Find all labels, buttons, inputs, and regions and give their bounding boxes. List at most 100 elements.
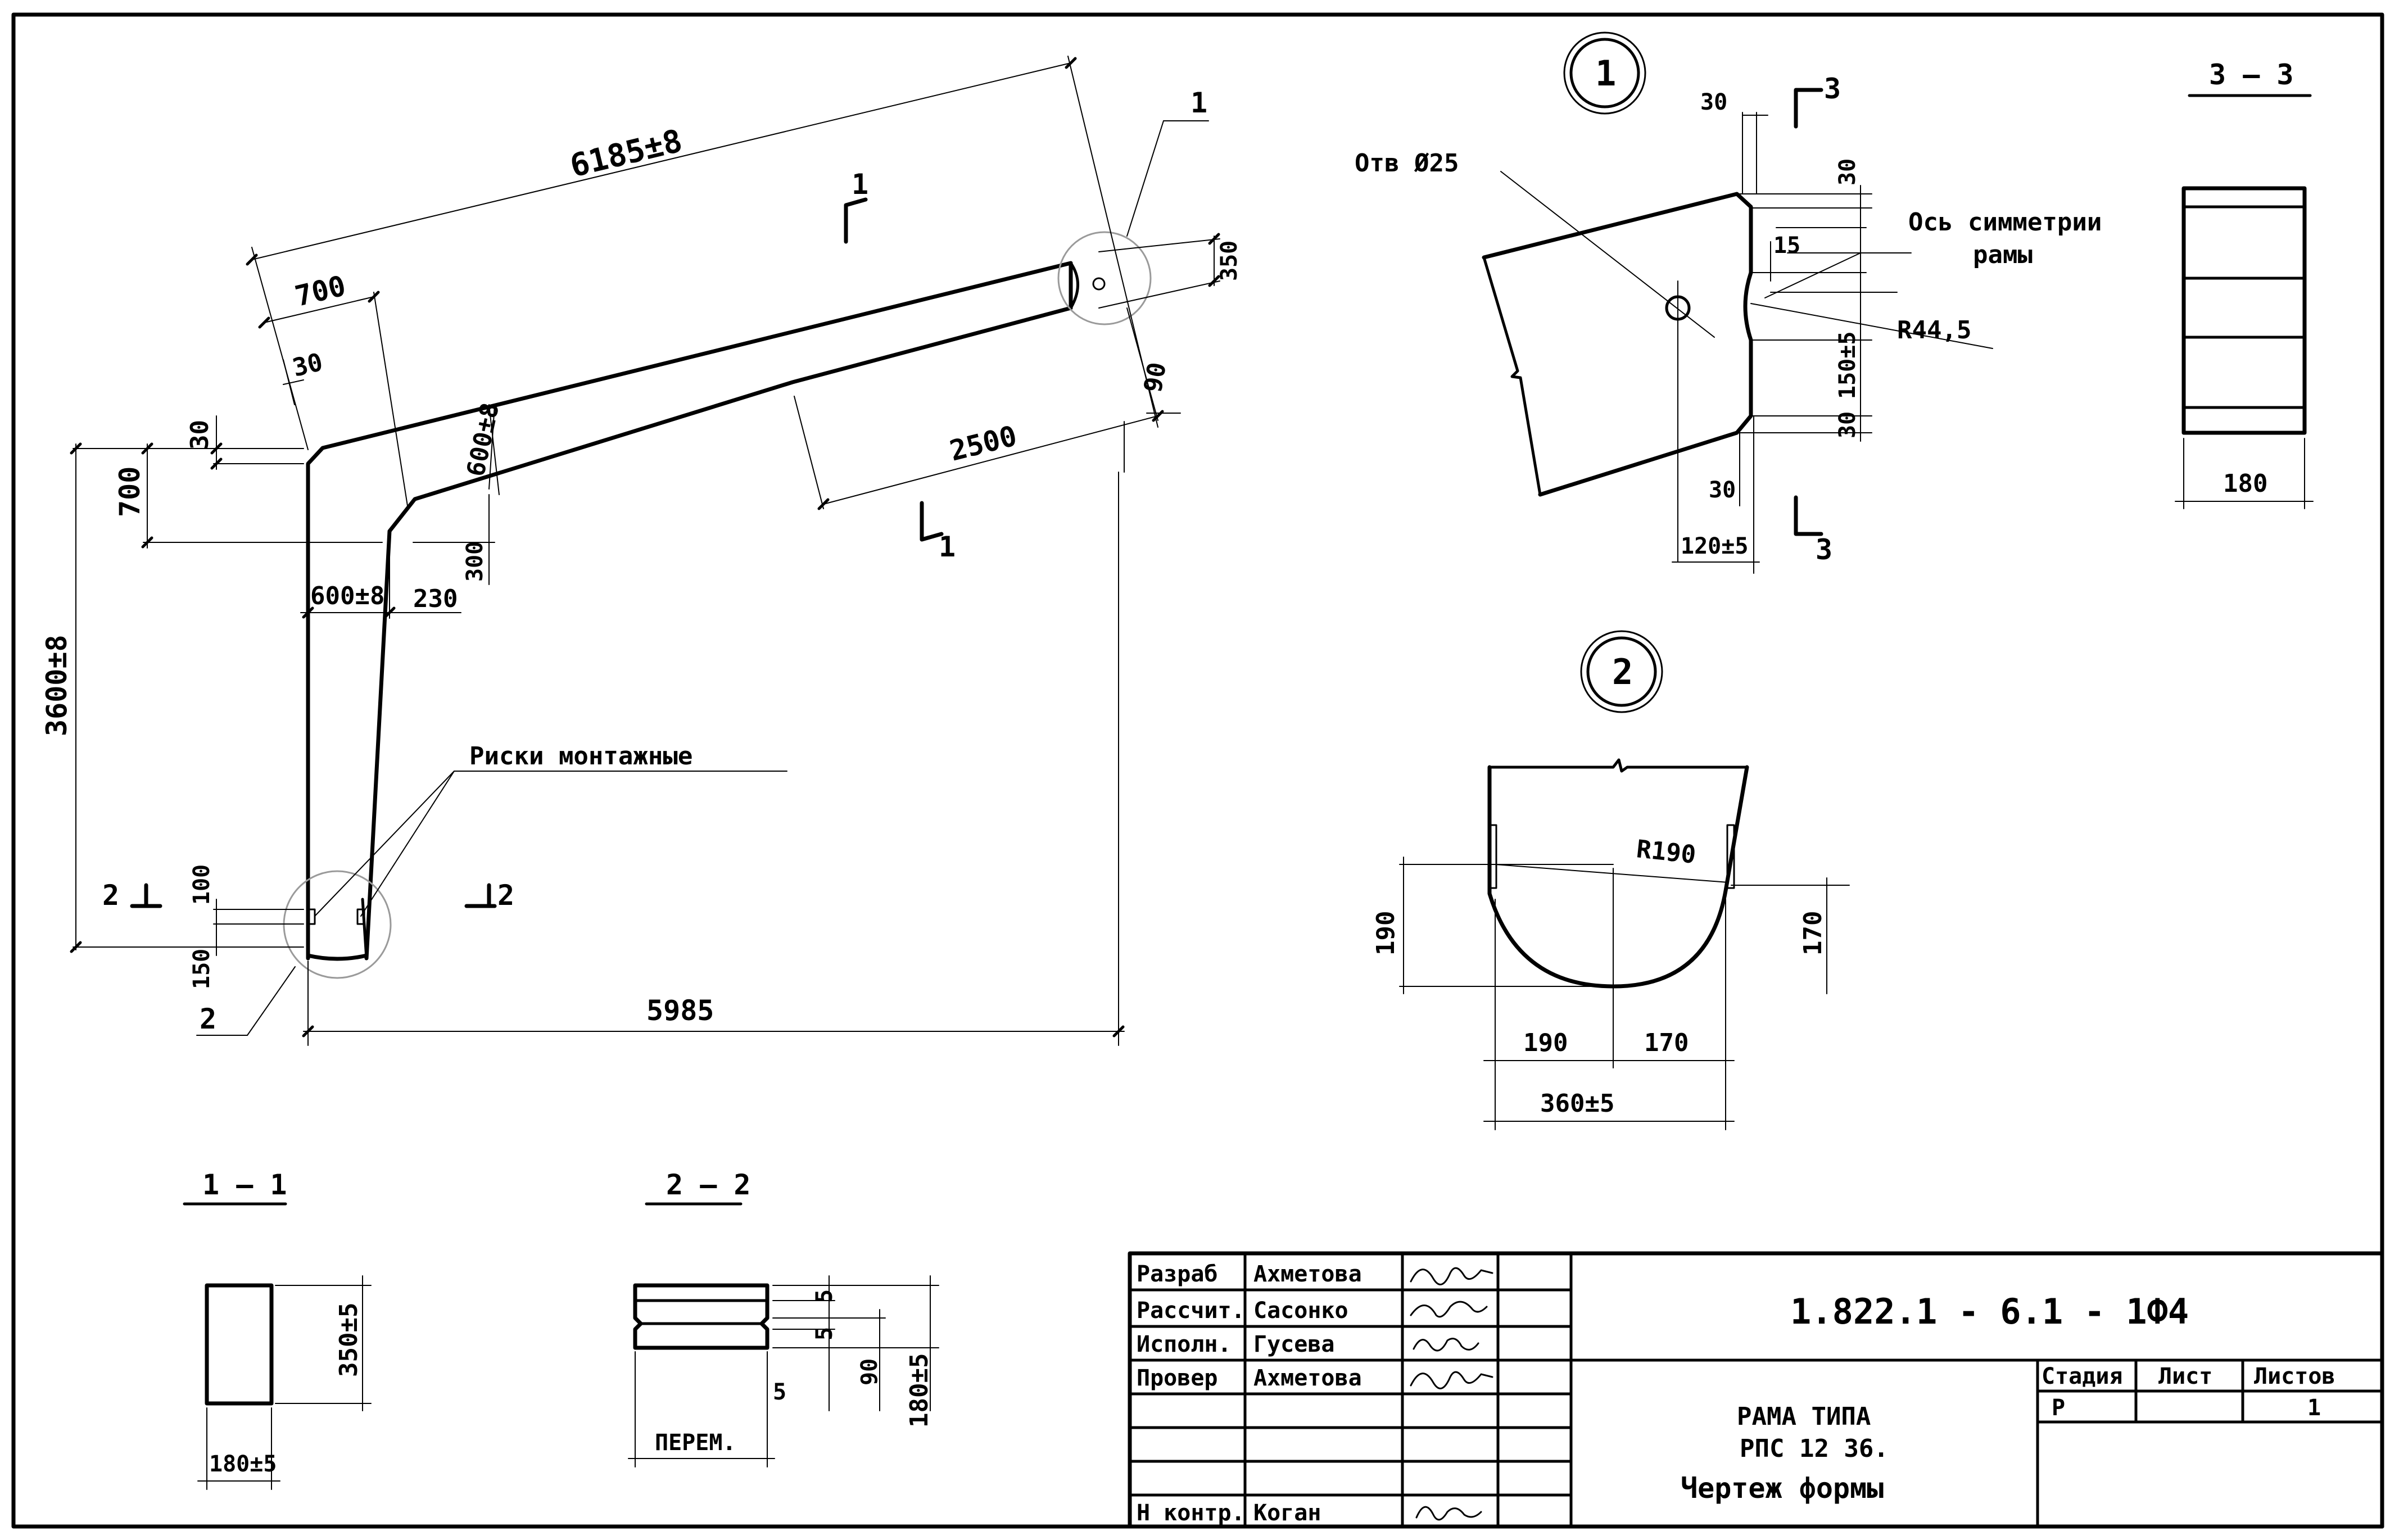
tb-sheets-header: Листов (2254, 1364, 2335, 1389)
callout-label-1: 1 (1191, 87, 1207, 119)
dim-700-top: 700 (292, 269, 348, 312)
section-3-3-title: 3 — 3 (2209, 58, 2294, 91)
detail-2-dim-170-bottom: 170 (1644, 1029, 1689, 1057)
tb-title-line2: РПС 12 36. (1740, 1434, 1889, 1463)
tb-role-3: Провер (1137, 1365, 1218, 1391)
section-2-right-label: 2 (497, 879, 514, 912)
tb-title-line1: РАМА ТИПА (1737, 1402, 1871, 1431)
callout-label-2: 2 (200, 1003, 216, 1035)
detail-1-dim-120: 120±5 (1681, 533, 1748, 559)
detail-2-contour (1487, 765, 1749, 989)
section-2-2-body (633, 1283, 770, 1350)
detail-1-dim-30-right-bottom: 30 (1835, 411, 1861, 438)
section-1-upper-label: 1 (852, 168, 868, 201)
detail-2: 2 R190 190 170 190 170 360±5 (1371, 630, 1850, 1130)
tb-role-0: Разраб (1137, 1261, 1218, 1287)
detail-1-break-line (1482, 256, 1542, 496)
title-block: Разраб Рассчит. Исполн. Провер Н контр. … (1128, 1251, 2384, 1529)
section-2-2-dim-90: 90 (857, 1358, 882, 1385)
detail-1-section-3-bottom: 3 (1816, 533, 1832, 566)
dim-300: 300 (462, 541, 488, 582)
dim-6185: 6185±8 (567, 123, 686, 184)
section-1-1-body (205, 1283, 274, 1406)
section-3-3: 3 — 3 180 (2175, 58, 2314, 509)
detail-2-dim-170-right: 170 (1799, 911, 1827, 955)
mount-mark-right (356, 908, 365, 925)
dim-700-left: 700 (114, 466, 146, 517)
tb-name-1: Сасонко (1253, 1298, 1348, 1324)
tb-name-3: Ахметова (1253, 1365, 1362, 1391)
dim-30-left: 30 (185, 420, 214, 450)
dim-90: 90 (1139, 360, 1172, 395)
detail-2-dim-360: 360±5 (1540, 1089, 1614, 1118)
section-2-2-dim-5-a: 5 (812, 1289, 838, 1303)
dim-150: 150 (189, 949, 215, 989)
tb-name-2: Гусева (1253, 1331, 1335, 1357)
tb-stage-value: Р (2052, 1395, 2065, 1421)
dim-3600: 3600±8 (40, 635, 73, 736)
detail-1-dim-30-top: 30 (1700, 89, 1727, 115)
detail-2-radius: R190 (1635, 835, 1698, 869)
detail-1-dim-30-bottom: 30 (1709, 477, 1736, 503)
top-end-hole (1092, 277, 1106, 291)
detail-2-badge (1580, 630, 1663, 713)
section-1-1-dim-180: 180±5 (209, 1451, 277, 1477)
section-2-2-dim-5-c: 5 (773, 1379, 786, 1405)
section-3-3-dim-180: 180 (2223, 469, 2267, 498)
tb-name-0: Ахметова (1253, 1261, 1362, 1287)
detail-2-dim-190-left: 190 (1371, 911, 1400, 955)
dim-2500: 2500 (947, 419, 1020, 467)
elevation-dimensions (73, 56, 1220, 1046)
detail-1-badge-inner (1569, 38, 1640, 108)
section-2-2-dim-180: 180±5 (905, 1353, 934, 1428)
note-mounting-marks: Риски монтажные (469, 742, 692, 771)
detail-2-dim-190-bottom: 190 (1523, 1029, 1568, 1057)
tb-stage-header: Стадия (2042, 1364, 2123, 1389)
dim-600-bottom: 600±8 (310, 582, 384, 610)
tb-role-6: Н контр. (1137, 1500, 1245, 1526)
section-2-2: 2 — 2 5 5 5 90 180±5 ПЕРЕМ. (628, 1168, 939, 1467)
column-bottom (306, 953, 369, 961)
dim-30-top: 30 (290, 348, 325, 383)
elevation-labels: 6185±8 700 30 30 700 3600±8 600±8 230 30… (40, 87, 1242, 1035)
detail-1-badge (1563, 31, 1646, 115)
detail-1-section-3-top: 3 (1824, 73, 1841, 105)
detail-1-number: 1 (1595, 53, 1616, 94)
section-marks-elevation (130, 197, 944, 908)
tb-name-6: Коган (1253, 1500, 1321, 1526)
section-1-1-dim-350: 350±5 (334, 1303, 363, 1377)
section-1-1: 1 — 1 350±5 180±5 (183, 1168, 372, 1490)
dimension-ticks (70, 57, 1220, 1038)
detail-1-axis-line2: рамы (1973, 241, 2033, 269)
detail-2-badge-inner (1586, 636, 1657, 707)
tb-role-1: Рассчит. (1137, 1298, 1245, 1324)
dim-100: 100 (189, 864, 215, 905)
column-inner-edge (306, 898, 368, 960)
frame-elevation (283, 231, 1152, 979)
detail-1-axis-line1: Ось симметрии (1908, 208, 2102, 237)
section-2-2-title: 2 — 2 (666, 1168, 751, 1201)
detail-1-dim-30-right-top: 30 (1835, 158, 1861, 185)
section-3-3-body (2181, 186, 2307, 435)
detail-2-number: 2 (1612, 651, 1633, 692)
section-1-1-title: 1 — 1 (202, 1168, 287, 1201)
tb-sheet-header: Лист (2158, 1364, 2212, 1389)
section-2-left-label: 2 (102, 879, 119, 912)
section-1-lower-label: 1 (939, 531, 956, 563)
tb-title-line3: Чертеж формы (1681, 1472, 1884, 1505)
detail-1: 1 (1355, 31, 2102, 574)
dim-5985: 5985 (646, 994, 714, 1027)
callout-circle-1 (1057, 231, 1152, 325)
dim-350: 350 (1216, 241, 1242, 281)
tb-role-2: Исполн. (1137, 1331, 1232, 1357)
detail-1-hole-label: Отв Ø25 (1355, 149, 1459, 178)
detail-1-dim-15: 15 (1773, 233, 1800, 259)
tb-designation: 1.822.1 - 6.1 - 1Ф4 (1790, 1291, 2189, 1332)
tb-sheets-value: 1 (2307, 1395, 2321, 1421)
detail-1-contour (1482, 192, 1753, 497)
section-2-2-variable: ПЕРЕМ. (655, 1430, 736, 1456)
section-2-2-dim-5-b: 5 (812, 1327, 838, 1340)
detail-1-dim-150: 150±5 (1835, 332, 1861, 399)
top-end-notch (1069, 261, 1079, 310)
